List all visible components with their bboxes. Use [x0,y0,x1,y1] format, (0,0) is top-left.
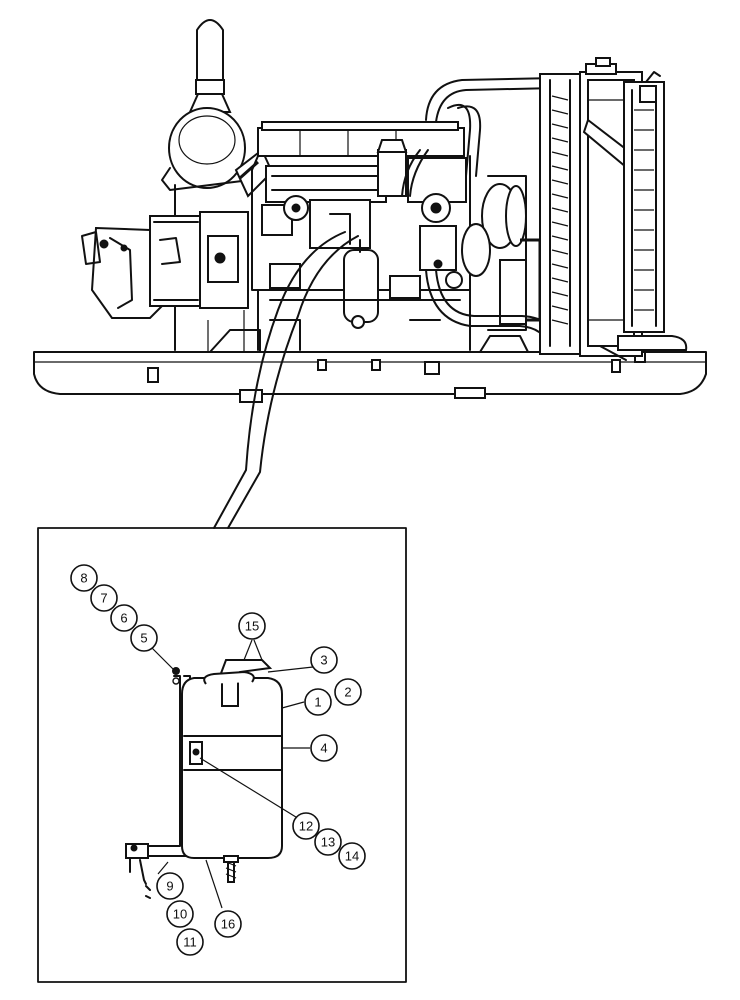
svg-text:6: 6 [120,611,127,626]
callout-7: 7 [90,584,118,612]
svg-text:2: 2 [344,685,351,700]
callout-8: 8 [70,564,98,592]
callout-10: 10 [166,900,194,928]
svg-text:11: 11 [183,935,197,950]
engine-assembly [33,19,707,529]
callout-5: 5 [130,624,158,652]
callout-2: 2 [334,678,362,706]
svg-text:8: 8 [80,571,87,586]
callout-13: 13 [314,828,342,856]
svg-text:15: 15 [245,619,259,634]
callout-4: 4 [310,734,338,762]
svg-text:12: 12 [299,819,313,834]
callout-11: 11 [176,928,204,956]
callout-15: 15 [238,612,266,640]
svg-text:3: 3 [320,653,327,668]
svg-text:5: 5 [140,631,147,646]
exhaust-stack [161,19,274,351]
detail-view: 8 7 6 5 15 3 1 [37,527,407,983]
detail-leader [213,231,359,529]
svg-text:14: 14 [345,849,359,864]
svg-text:9: 9 [166,879,173,894]
callout-14: 14 [338,842,366,870]
radiator [539,57,688,361]
svg-text:10: 10 [173,907,187,922]
callout-12: 12 [292,812,320,840]
hydraulic-pump [81,211,249,352]
callout-6: 6 [110,604,138,632]
svg-text:13: 13 [321,835,335,850]
svg-text:16: 16 [221,917,235,932]
callout-16: 16 [214,910,242,938]
reservoir-tank [181,659,283,883]
svg-text:1: 1 [314,695,321,710]
callout-1: 1 [304,688,332,716]
callouts: 8 7 6 5 15 3 1 [70,564,366,956]
fan-pulley [461,175,542,331]
mounting-bracket [125,667,191,899]
callout-3: 3 [310,646,338,674]
callout-9: 9 [156,872,184,900]
engine-block [251,121,471,351]
svg-text:7: 7 [100,591,107,606]
svg-text:4: 4 [320,741,327,756]
